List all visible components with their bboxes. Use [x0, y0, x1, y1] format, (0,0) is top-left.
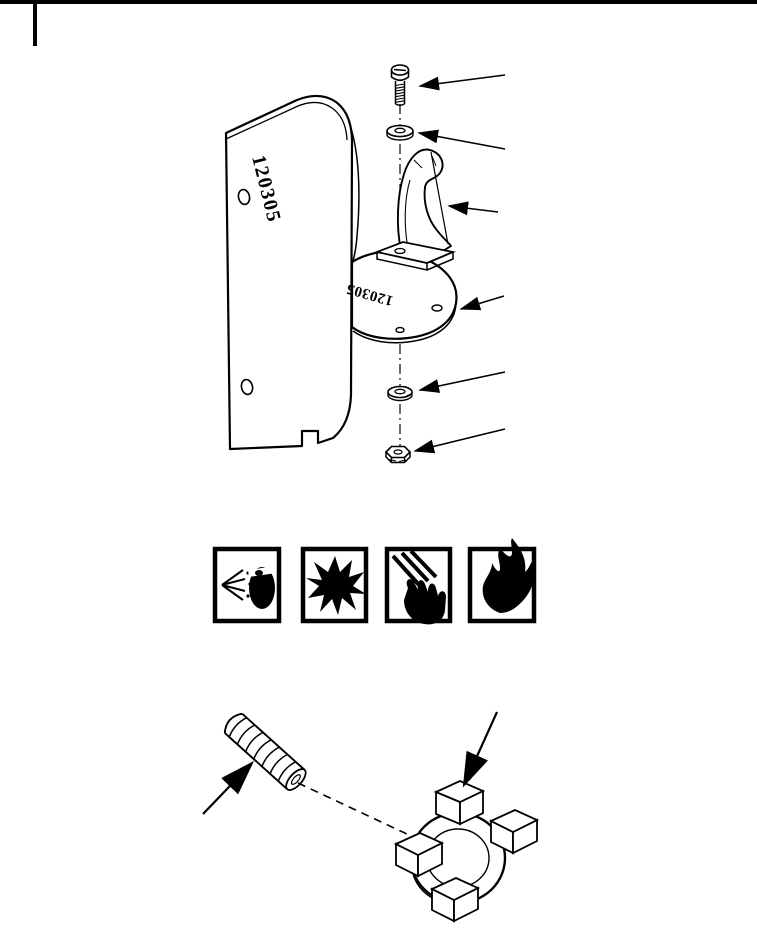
flat-washer-hole	[394, 127, 406, 134]
goggle-eye	[255, 570, 263, 576]
stud-body-lines	[224, 712, 306, 790]
screw-slot	[393, 68, 407, 72]
callout-arrow-lock-washer	[418, 371, 506, 393]
clamp-gusset-line	[430, 151, 449, 245]
explosion-warning-icon	[300, 546, 369, 624]
lug-face	[488, 809, 540, 834]
threaded-stud	[223, 712, 307, 791]
flame-silhouette	[482, 538, 536, 613]
base-plate-thickness-line	[352, 302, 457, 344]
lower-callout-arrows	[202, 711, 499, 815]
lock-washer-hole	[394, 388, 406, 395]
page-border	[0, 0, 757, 46]
screw-tip	[395, 103, 405, 106]
warning-icon-strip	[212, 538, 537, 625]
nut-hatch	[388, 459, 407, 462]
plate-outline	[224, 94, 354, 451]
flat-washer	[386, 124, 414, 141]
clamp-detail-lines	[413, 155, 437, 169]
stud-end-detail	[290, 774, 301, 785]
callout-arrow-nut	[413, 428, 506, 454]
loop-clamp	[373, 148, 457, 271]
nut-hole	[393, 449, 403, 455]
callout-arrows	[413, 74, 506, 454]
hazard-streaks	[391, 549, 438, 588]
bracket-vertical-plate: 120305	[224, 94, 360, 451]
callout-arrow-stud	[202, 760, 255, 815]
callout-arrow-screw	[418, 74, 506, 91]
clamp-strap	[396, 148, 452, 255]
plate-hole-bottom	[240, 378, 254, 396]
callout-arrow-clamp	[447, 201, 499, 216]
coupling-lug-right	[488, 809, 540, 855]
screw	[390, 64, 410, 106]
stud-threads	[228, 717, 297, 782]
callout-arrow-flat-washer	[417, 129, 506, 150]
plate-thickness-line	[225, 101, 348, 141]
nut	[384, 445, 412, 464]
exploded-assembly-figure: 120305 120305	[224, 64, 506, 464]
fire-warning-icon	[467, 538, 537, 624]
base-plate-hole-right	[431, 304, 443, 312]
callout-arrow-coupling	[462, 711, 499, 788]
coupling-lug-left	[393, 832, 445, 878]
base-plate-hole-center	[395, 326, 405, 334]
lock-washer	[387, 385, 413, 402]
stud-left-cap	[223, 712, 243, 734]
clamp-foot-hole	[394, 247, 406, 255]
left-border-tick	[33, 0, 37, 46]
lock-washer-split	[404, 385, 412, 398]
hand-injury-warning-icon	[384, 546, 453, 625]
plate-hole-top	[237, 188, 251, 206]
alignment-dashed-line	[297, 782, 410, 836]
lug-face	[393, 832, 445, 857]
callout-arrow-bracket	[459, 295, 505, 311]
bracket-base-plate: 120305	[345, 250, 458, 344]
explosion-burst	[306, 556, 366, 615]
lug-face	[429, 877, 481, 902]
flange-fold-line	[348, 121, 360, 265]
stud-end-face	[285, 768, 307, 791]
coupling-lug-bottom	[429, 877, 481, 923]
screw-threads	[395, 83, 405, 103]
top-border-rule	[0, 0, 757, 4]
eye-protection-spray-warning-icon	[212, 546, 282, 624]
clamp-foot-thickness	[376, 252, 454, 271]
spray-lines	[221, 569, 246, 601]
stud-coupling-figure	[202, 711, 540, 923]
hand-silhouette	[404, 579, 446, 625]
coupling-spider	[393, 780, 540, 923]
spray-dot	[246, 594, 250, 598]
head-silhouette	[249, 567, 275, 609]
